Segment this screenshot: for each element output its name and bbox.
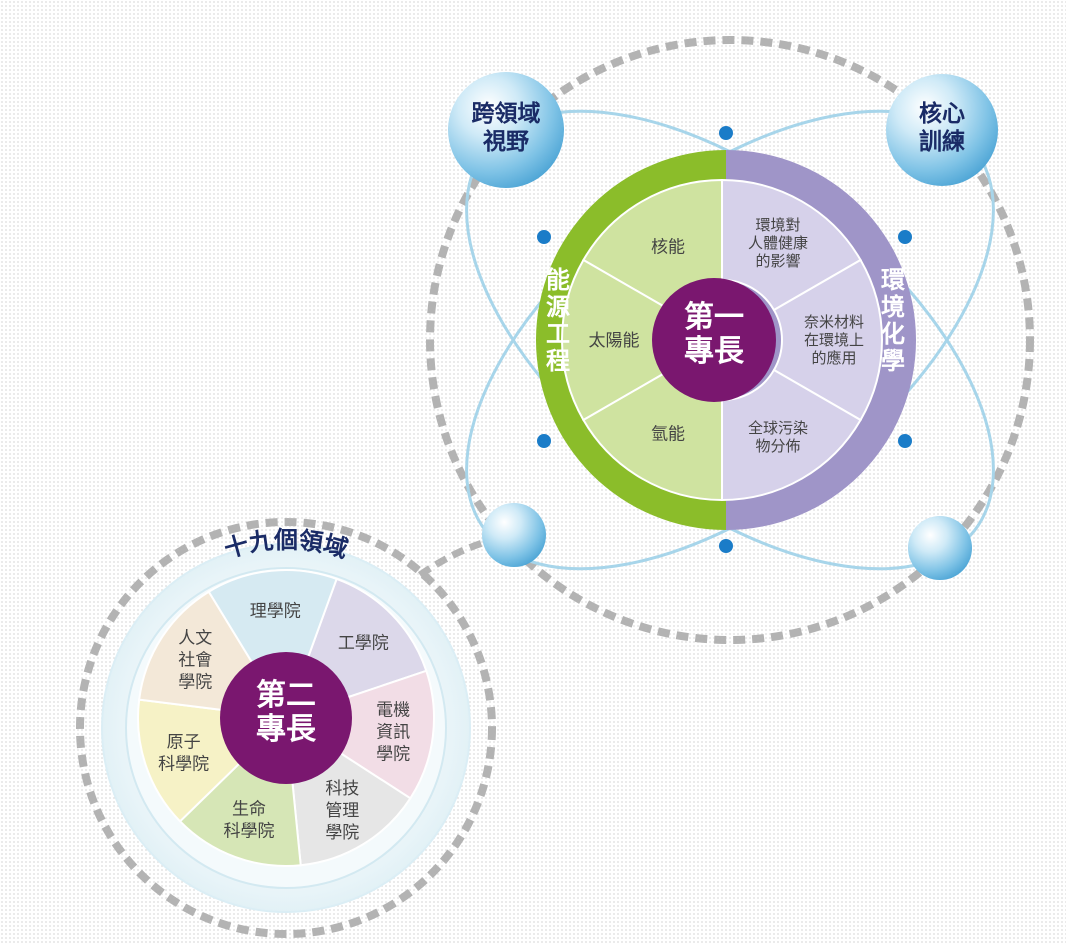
primary-outer-dashed-ring xyxy=(426,36,1034,644)
energy-sector-label: 太陽能 xyxy=(589,331,640,351)
secondary-center-label-line: 專長 xyxy=(256,712,317,747)
small-orbit-sphere-left xyxy=(482,503,546,567)
college-sector-label: 生命科學院 xyxy=(224,799,275,841)
environmental-chemistry-label-char: 學 xyxy=(881,347,905,375)
chemistry-sector xyxy=(721,178,862,312)
chemistry-sector xyxy=(772,258,883,422)
chemistry-sector-label-line: 在環境上 xyxy=(804,331,864,349)
college-sector-label: 電機資訊學院 xyxy=(376,700,410,764)
chemistry-sector-label-line: 的影響 xyxy=(755,252,800,270)
college-sector-label-line: 科學院 xyxy=(224,821,275,841)
chemistry-sector-label-line: 人體健康 xyxy=(748,234,808,252)
environmental-chemistry-label-char: 化 xyxy=(881,320,905,348)
secondary-center-label-line: 第二 xyxy=(256,678,316,713)
cross-domain-label-line: 視野 xyxy=(482,129,529,155)
pin-dot xyxy=(719,539,733,553)
cross-domain-label: 跨領域視野 xyxy=(472,100,541,155)
environmental-chemistry-label-char: 境 xyxy=(881,293,905,321)
college-sector-label-line: 人文 xyxy=(178,628,212,648)
energy-engineering-label-char: 能 xyxy=(546,266,570,294)
college-sector-label-line: 工學院 xyxy=(338,634,389,654)
primary-center-circle xyxy=(652,278,776,402)
pin-dot xyxy=(898,230,912,244)
energy-sector-label: 氫能 xyxy=(651,425,685,445)
college-sector-label: 原子科學院 xyxy=(158,732,209,774)
energy-sector-label: 核能 xyxy=(651,237,685,257)
college-sector-label-line: 電機 xyxy=(376,700,410,720)
environmental-chemistry-label-char: 環 xyxy=(881,266,906,294)
secondary-outer-dashed-ring xyxy=(76,518,496,938)
college-sector-label: 人文社會學院 xyxy=(178,628,212,692)
chemistry-sector xyxy=(721,368,862,502)
core-training-label-line: 核心 xyxy=(919,100,965,127)
small-orbit-sphere-right xyxy=(908,516,972,580)
core-training-label: 核心訓練 xyxy=(919,100,965,155)
chemistry-sector-label-line: 全球污染 xyxy=(748,419,808,437)
college-sector-label-line: 理學院 xyxy=(250,602,301,622)
college-sector-label-line: 資訊 xyxy=(376,722,410,742)
college-sector-label-line: 科技 xyxy=(325,779,359,799)
chemistry-sector-label-line: 環境對 xyxy=(755,216,800,234)
college-sector-label: 理學院 xyxy=(250,602,301,622)
energy-engineering-label-char: 程 xyxy=(546,347,570,375)
chemistry-sector-label-line: 物分佈 xyxy=(755,437,800,455)
pin-dot xyxy=(898,434,912,448)
energy-engineering-label: 能源工程 xyxy=(546,266,570,375)
chemistry-sector-label: 環境對人體健康的影響 xyxy=(748,216,808,270)
core-training-label-line: 訓練 xyxy=(919,128,965,155)
college-sector-label: 工學院 xyxy=(338,634,389,654)
secondary-center-circle xyxy=(220,652,352,784)
primary-center-label-line: 專長 xyxy=(684,334,745,369)
college-sector-label-line: 學院 xyxy=(376,744,410,764)
orbit-pins xyxy=(537,126,912,553)
college-sector-label-line: 科學院 xyxy=(158,754,209,774)
college-sector-label: 科技管理學院 xyxy=(325,779,359,843)
environmental-chemistry-label: 環境化學 xyxy=(881,266,906,375)
college-sector-label-line: 學院 xyxy=(178,672,212,692)
cross-domain-sphere xyxy=(448,72,564,188)
college-sector-label-line: 社會 xyxy=(178,650,212,670)
core-training-sphere xyxy=(886,74,998,186)
chemistry-sector-label: 全球污染物分佈 xyxy=(748,419,808,455)
energy-engineering-label-char: 工 xyxy=(546,320,570,348)
pin-dot xyxy=(719,126,733,140)
chemistry-sector-label-line: 的應用 xyxy=(811,349,856,367)
cross-domain-label-line: 跨領域 xyxy=(472,100,541,127)
secondary-center-label: 第二專長 xyxy=(256,678,317,747)
college-sector-label-line: 管理 xyxy=(325,801,359,821)
chemistry-sector-label: 奈米材料在環境上的應用 xyxy=(804,313,864,367)
pin-dot xyxy=(537,230,551,244)
pin-dot xyxy=(537,434,551,448)
core-training-node: 核心訓練 xyxy=(886,74,998,186)
college-sector-label-line: 原子 xyxy=(167,732,201,752)
chemistry-sector-label-line: 奈米材料 xyxy=(804,313,864,331)
college-sector-label-line: 學院 xyxy=(325,823,359,843)
college-sector-label-line: 生命 xyxy=(232,799,266,819)
primary-center-label: 第一專長 xyxy=(684,300,745,369)
cross-domain-node: 跨領域視野 xyxy=(448,72,564,188)
primary-center-label-line: 第一 xyxy=(684,300,744,335)
energy-engineering-label-char: 源 xyxy=(546,293,570,321)
